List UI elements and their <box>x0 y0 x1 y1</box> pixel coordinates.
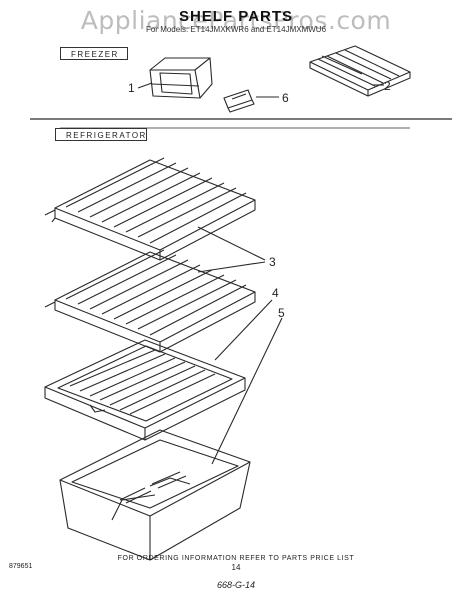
freezer-wire-shelf-part-2 <box>309 45 411 97</box>
leader-4 <box>214 299 273 361</box>
page-title: SHELF PARTS <box>178 8 294 25</box>
crisper-pan-part-5 <box>59 429 251 561</box>
refrigerator-shelf-lower-part-3 <box>44 249 256 353</box>
document-id: 879651 <box>9 563 33 570</box>
callout-1: 1 <box>128 81 135 95</box>
callout-6: 6 <box>282 91 289 105</box>
watermark: AppliancePartsPros.com <box>80 6 392 35</box>
leader-3b <box>197 261 266 273</box>
ordering-note: FOR ORDERING INFORMATION REFER TO PARTS … <box>117 555 355 562</box>
callout-3: 3 <box>269 255 276 269</box>
handwritten-code: 668-G-14 <box>216 580 256 590</box>
leader-5 <box>211 317 283 465</box>
callout-4: 4 <box>272 286 279 300</box>
leader-1 <box>137 82 153 89</box>
shelf-bracket-part-6 <box>223 89 255 113</box>
leader-3a <box>197 226 266 261</box>
freezer-basket-part-1 <box>149 57 213 99</box>
page-number: 14 <box>231 563 241 572</box>
crisper-cover-part-4 <box>44 339 246 441</box>
refrigerator-shelf-upper-part-3 <box>44 157 256 261</box>
refrigerator-section-label: REFRIGERATOR <box>55 128 147 141</box>
callout-5: 5 <box>278 306 285 320</box>
callout-2: 2 <box>384 79 391 93</box>
freezer-section-label: FREEZER <box>60 47 128 60</box>
page-subtitle: For Models: ET14JMXKWR6 and ET14JMXMWU6 <box>145 25 327 34</box>
